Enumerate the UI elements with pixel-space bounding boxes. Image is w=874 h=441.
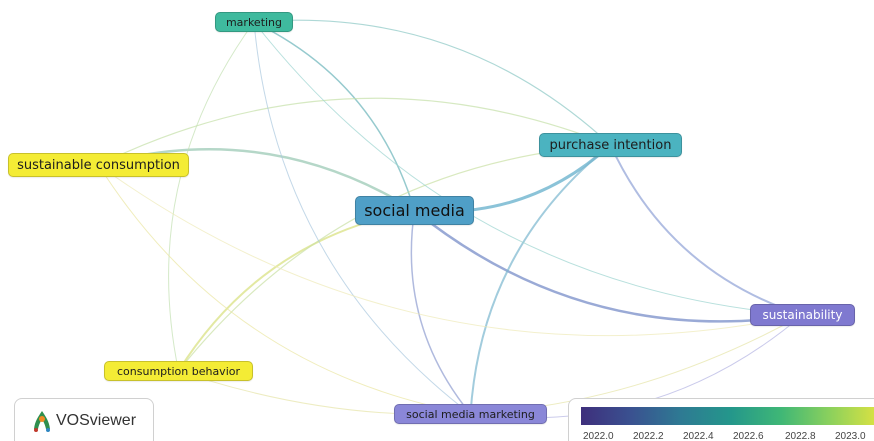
link-marketing-social_media_marketing	[253, 21, 471, 415]
color-legend: 2022.0 2022.2 2022.4 2022.6 2022.8 2023.…	[568, 398, 874, 441]
legend-tick: 2022.6	[733, 431, 764, 441]
link-purchase_intention-marketing	[253, 19, 611, 146]
link-purchase_intention-consumption_behavior	[178, 144, 611, 372]
node-purchase-intention[interactable]: purchase intention	[539, 133, 682, 157]
link-social_media-consumption_behavior	[177, 209, 415, 372]
link-social_media-social_media_marketing	[410, 210, 472, 415]
legend-tick: 2023.0	[835, 431, 866, 441]
node-sustainable-consumption[interactable]: sustainable consumption	[8, 153, 189, 177]
link-social_media-sustainability	[413, 209, 803, 323]
node-marketing[interactable]: marketing	[215, 12, 293, 32]
node-label: sustainable consumption	[17, 157, 180, 173]
node-social-media[interactable]: social media	[355, 196, 474, 225]
link-social_media-marketing	[253, 21, 416, 211]
link-purchase_intention-social_media_marketing	[469, 144, 612, 415]
node-label: sustainability	[762, 308, 843, 322]
node-label: marketing	[225, 15, 283, 29]
legend-tick: 2022.0	[583, 431, 614, 441]
legend-tick: 2022.8	[785, 431, 816, 441]
vosviewer-logo-text: VOSviewer	[56, 412, 137, 429]
legend-gradient-bar	[581, 407, 874, 425]
node-label: social media marketing	[406, 407, 535, 421]
vosviewer-logo-panel: VOSviewer	[14, 398, 154, 441]
legend-tick: 2022.4	[683, 431, 714, 441]
vosviewer-logo-icon	[34, 411, 50, 432]
link-sustainable_consumption-social_media_marketing	[98, 164, 471, 415]
node-sustainability[interactable]: sustainability	[750, 304, 855, 326]
node-label: consumption behavior	[117, 364, 240, 378]
node-consumption-behavior[interactable]: consumption behavior	[104, 361, 253, 381]
link-sustainable_consumption-sustainability	[98, 164, 803, 337]
node-social-media-marketing[interactable]: social media marketing	[394, 404, 547, 424]
link-marketing-sustainability	[253, 21, 803, 316]
link-marketing-consumption_behavior	[168, 21, 255, 372]
legend-tick: 2022.2	[633, 431, 664, 441]
node-label: purchase intention	[549, 137, 672, 153]
node-label: social media	[364, 200, 465, 220]
link-purchase_intention-sustainable_consumption	[98, 97, 611, 166]
link-purchase_intention-sustainability	[609, 144, 803, 316]
